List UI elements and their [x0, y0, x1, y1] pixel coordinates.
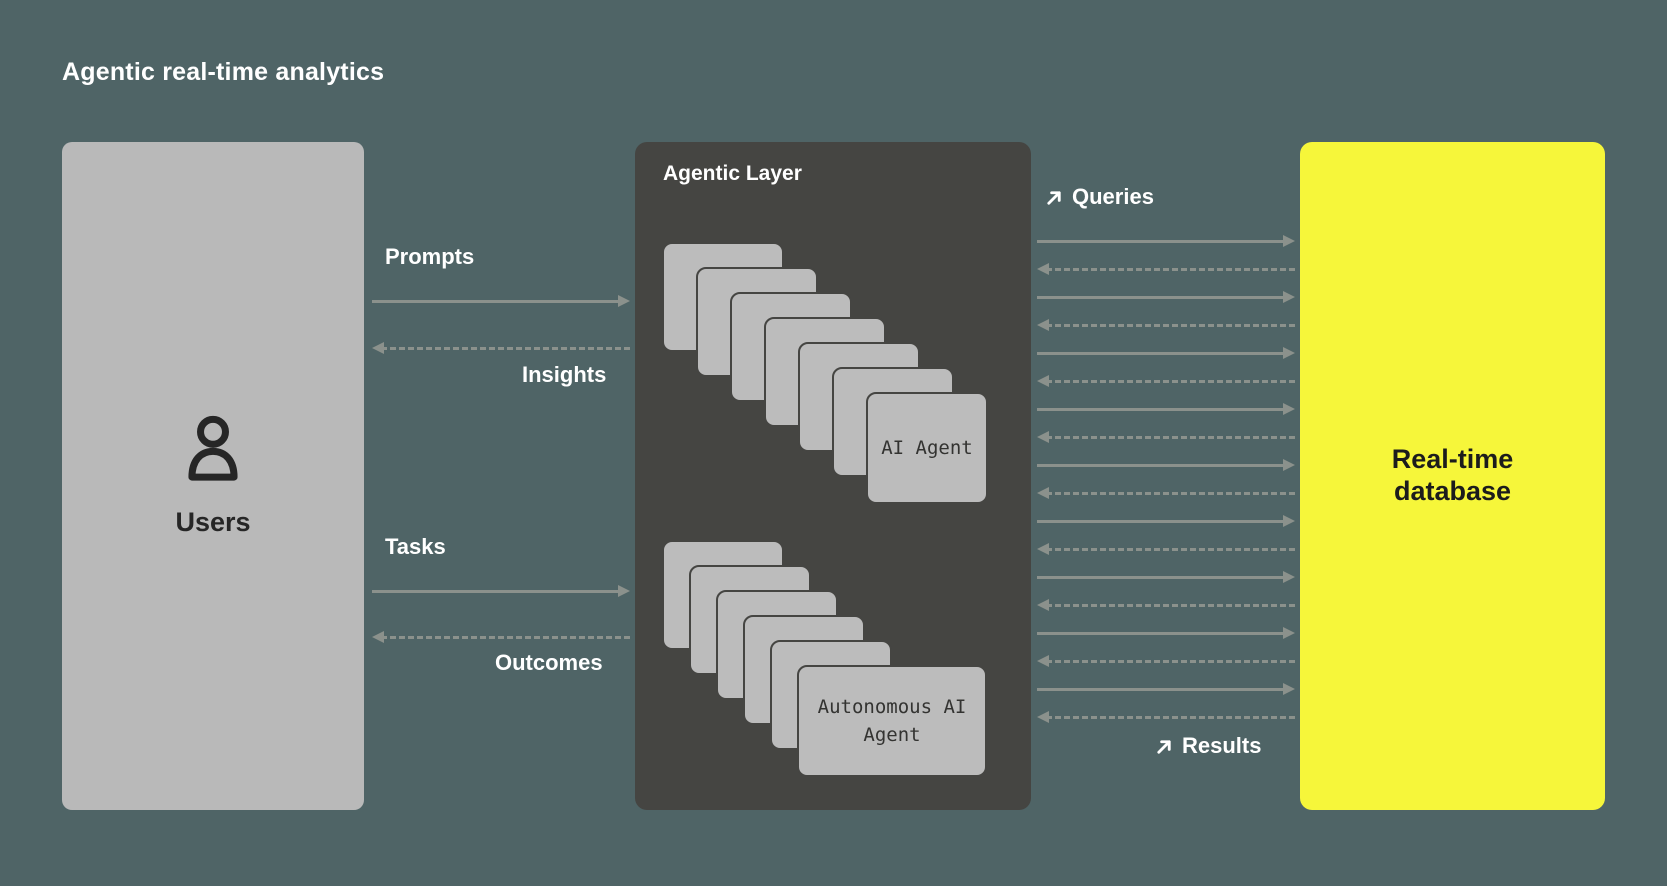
result-arrow [1037, 655, 1295, 667]
realtime-database-block: Real-time database [1300, 142, 1605, 810]
users-label: Users [175, 507, 251, 537]
realtime-database-label: Real-time database [1391, 444, 1514, 506]
queries-label-group: Queries [1045, 184, 1154, 210]
arrow-up-right-icon [1045, 188, 1064, 207]
result-arrow [1037, 711, 1295, 723]
query-arrow [1037, 627, 1295, 639]
query-arrow [1037, 291, 1295, 303]
page-title: Agentic real-time analytics [62, 58, 385, 86]
user-icon [174, 410, 252, 493]
results-label: Results [1182, 733, 1262, 758]
tasks-label: Tasks [385, 534, 446, 559]
users-block: Users [62, 142, 364, 810]
result-arrow [1037, 263, 1295, 275]
result-arrow [1037, 543, 1295, 555]
query-arrow [1037, 683, 1295, 695]
result-arrow [1037, 599, 1295, 611]
outcomes-arrow [372, 631, 630, 643]
insights-label: Insights [522, 362, 607, 387]
ai-agent-card: AI Agent [866, 392, 988, 504]
results-label-group: Results [1155, 733, 1261, 759]
autonomous-ai-agent-card: Autonomous AI Agent [797, 665, 987, 777]
insights-arrow [372, 342, 630, 354]
outcomes-label: Outcomes [495, 650, 603, 675]
prompts-arrow [372, 295, 630, 307]
prompts-label: Prompts [385, 244, 475, 269]
result-arrow [1037, 375, 1295, 387]
query-arrow [1037, 515, 1295, 527]
users-content: Users [62, 410, 364, 538]
result-arrow [1037, 319, 1295, 331]
result-arrow [1037, 431, 1295, 443]
agentic-layer-title: Agentic Layer [663, 162, 802, 185]
arrow-up-right-icon [1155, 737, 1174, 756]
query-arrow [1037, 403, 1295, 415]
tasks-arrow [372, 585, 630, 597]
query-arrow [1037, 347, 1295, 359]
query-arrow [1037, 235, 1295, 247]
agentic-layer-block: Agentic Layer AI Agent Autonomous AI Age… [635, 142, 1031, 810]
result-arrow [1037, 487, 1295, 499]
query-arrow [1037, 459, 1295, 471]
queries-label: Queries [1072, 184, 1154, 209]
query-arrow [1037, 571, 1295, 583]
